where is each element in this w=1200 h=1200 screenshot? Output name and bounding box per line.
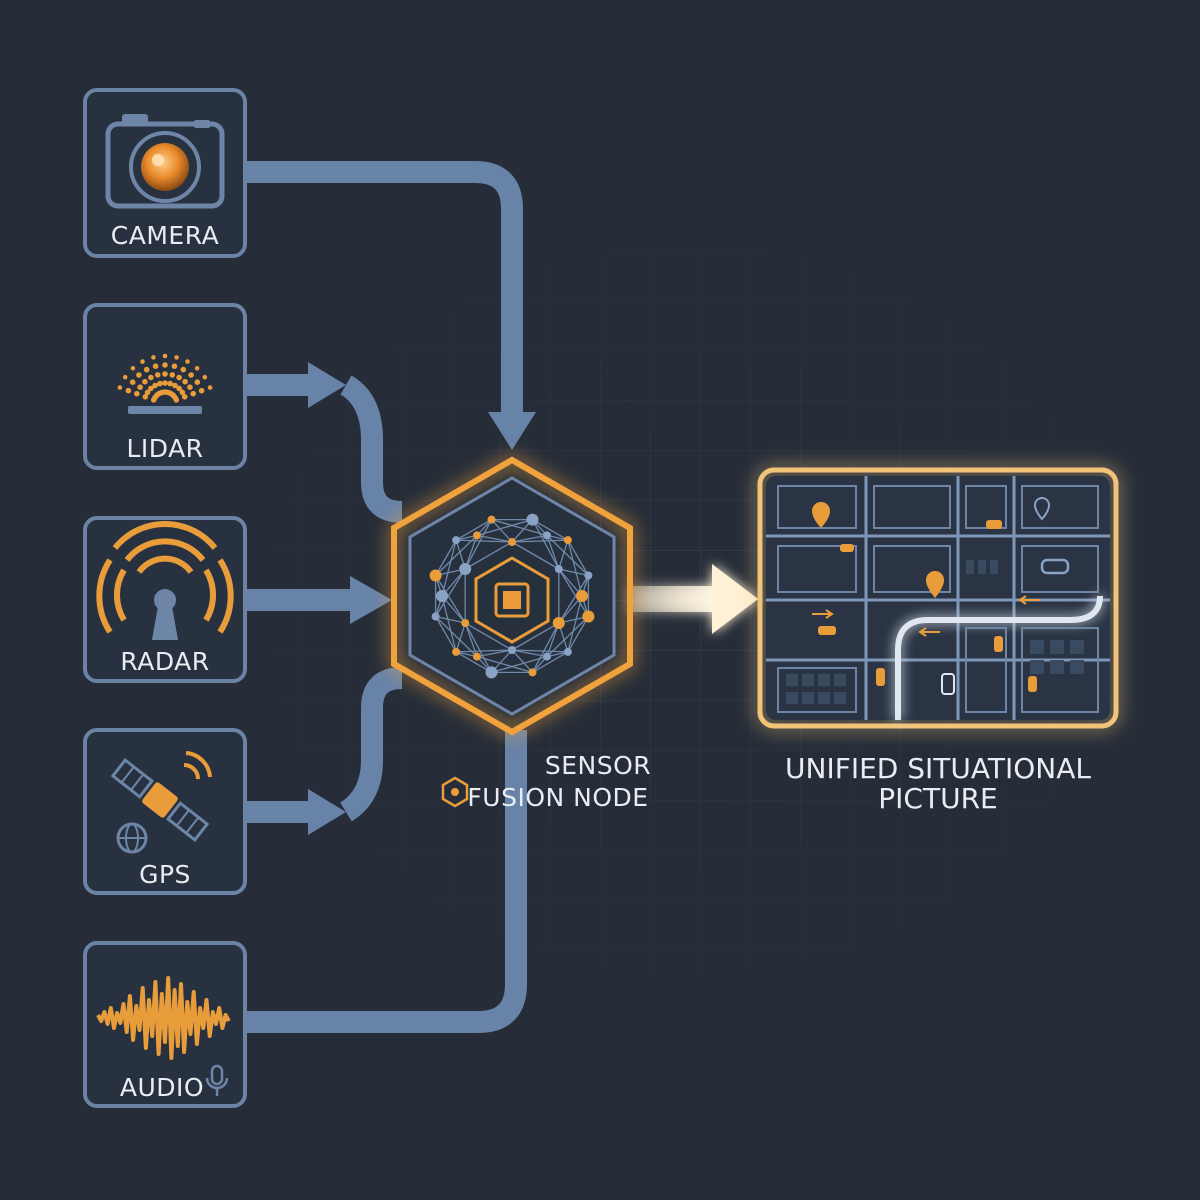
output-arrow	[628, 564, 758, 634]
arrowhead-radar	[350, 576, 392, 624]
pipe-camera	[245, 161, 523, 420]
unified-situational-picture	[757, 467, 1119, 729]
pipe-gps-merge	[339, 667, 403, 822]
arrowhead-lidar	[308, 362, 346, 408]
sensor-label-camera: CAMERA	[111, 221, 219, 250]
sensor-gps: GPS	[83, 728, 247, 895]
fusion-node-label-line1: SENSOR	[545, 751, 651, 780]
city-map-icon	[766, 476, 1110, 720]
fusion-mini-icon	[441, 776, 469, 808]
satellite-icon	[110, 751, 212, 854]
sensor-label-radar: RADAR	[120, 647, 209, 676]
lidar-icon	[117, 353, 213, 414]
pipe-lidar-merge	[339, 375, 403, 523]
arrowhead-camera	[488, 412, 536, 450]
sensor-label-audio: AUDIO	[120, 1073, 204, 1102]
pipe-audio	[245, 730, 527, 1033]
audio-waveform-icon	[96, 976, 231, 1060]
fusion-node-label-line2: FUSION NODE	[467, 783, 648, 812]
sensor-label-gps: GPS	[139, 860, 191, 889]
map-pin-icon	[812, 502, 944, 598]
sensor-label-lidar: LIDAR	[126, 434, 203, 463]
camera-icon	[105, 114, 225, 209]
sensor-radar: RADAR	[83, 516, 247, 683]
radar-icon	[96, 520, 234, 640]
output-label-line1: UNIFIED SITUATIONAL	[785, 752, 1091, 785]
sensor-camera: CAMERA	[83, 88, 247, 258]
fusion-node-glow	[391, 456, 633, 736]
microphone-icon	[205, 1064, 229, 1096]
connection-pipes	[245, 161, 536, 1033]
sensor-fusion-node	[391, 456, 633, 736]
arrowhead-gps	[308, 789, 346, 835]
output-label-line2: PICTURE	[878, 782, 997, 815]
map-frame-glow	[757, 467, 1119, 729]
processor-chip-icon	[474, 556, 550, 644]
sensor-audio: AUDIO	[83, 941, 247, 1108]
network-hexagon-icon	[429, 513, 595, 679]
sensor-lidar: LIDAR	[83, 303, 247, 470]
